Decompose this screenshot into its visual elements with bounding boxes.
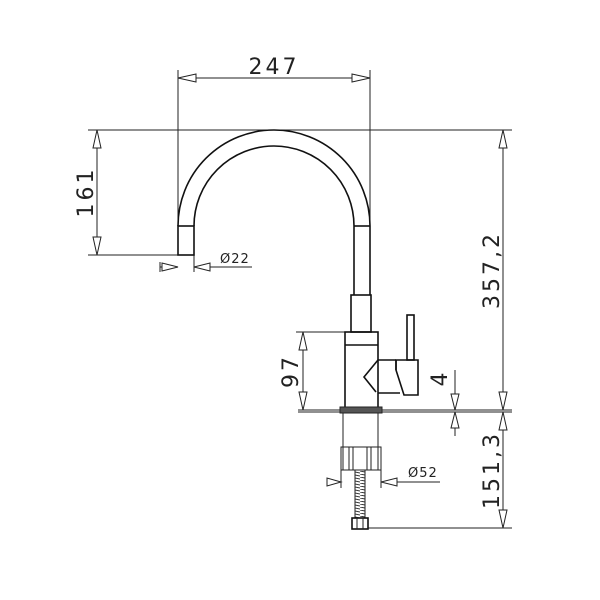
label-247: 247 (249, 55, 300, 80)
label-4: 4 (428, 370, 453, 387)
dimension-below-counter: 151,3 (480, 411, 508, 529)
extension-lines (88, 70, 512, 529)
dimension-outlet-diameter: Ø22 (159, 252, 252, 272)
dimension-spout-height: 161 (74, 129, 102, 256)
label-161: 161 (74, 167, 99, 218)
dimension-body-height: 97 (279, 331, 308, 411)
faucet-body (344, 314, 419, 411)
mounting-shank (339, 406, 383, 471)
dimension-shank-diameter: Ø52 (326, 466, 440, 488)
dimension-total-height: 357,2 (480, 129, 508, 411)
label-357-2: 357,2 (480, 231, 505, 309)
dimension-spout-reach: 247 (177, 55, 371, 83)
label-97: 97 (279, 354, 304, 388)
spout (177, 129, 372, 333)
dimension-flange: 4 (428, 370, 460, 436)
label-151-3: 151,3 (480, 431, 505, 509)
label-d22: Ø22 (220, 252, 250, 267)
label-d52: Ø52 (408, 466, 438, 481)
supply-hose (351, 469, 369, 530)
